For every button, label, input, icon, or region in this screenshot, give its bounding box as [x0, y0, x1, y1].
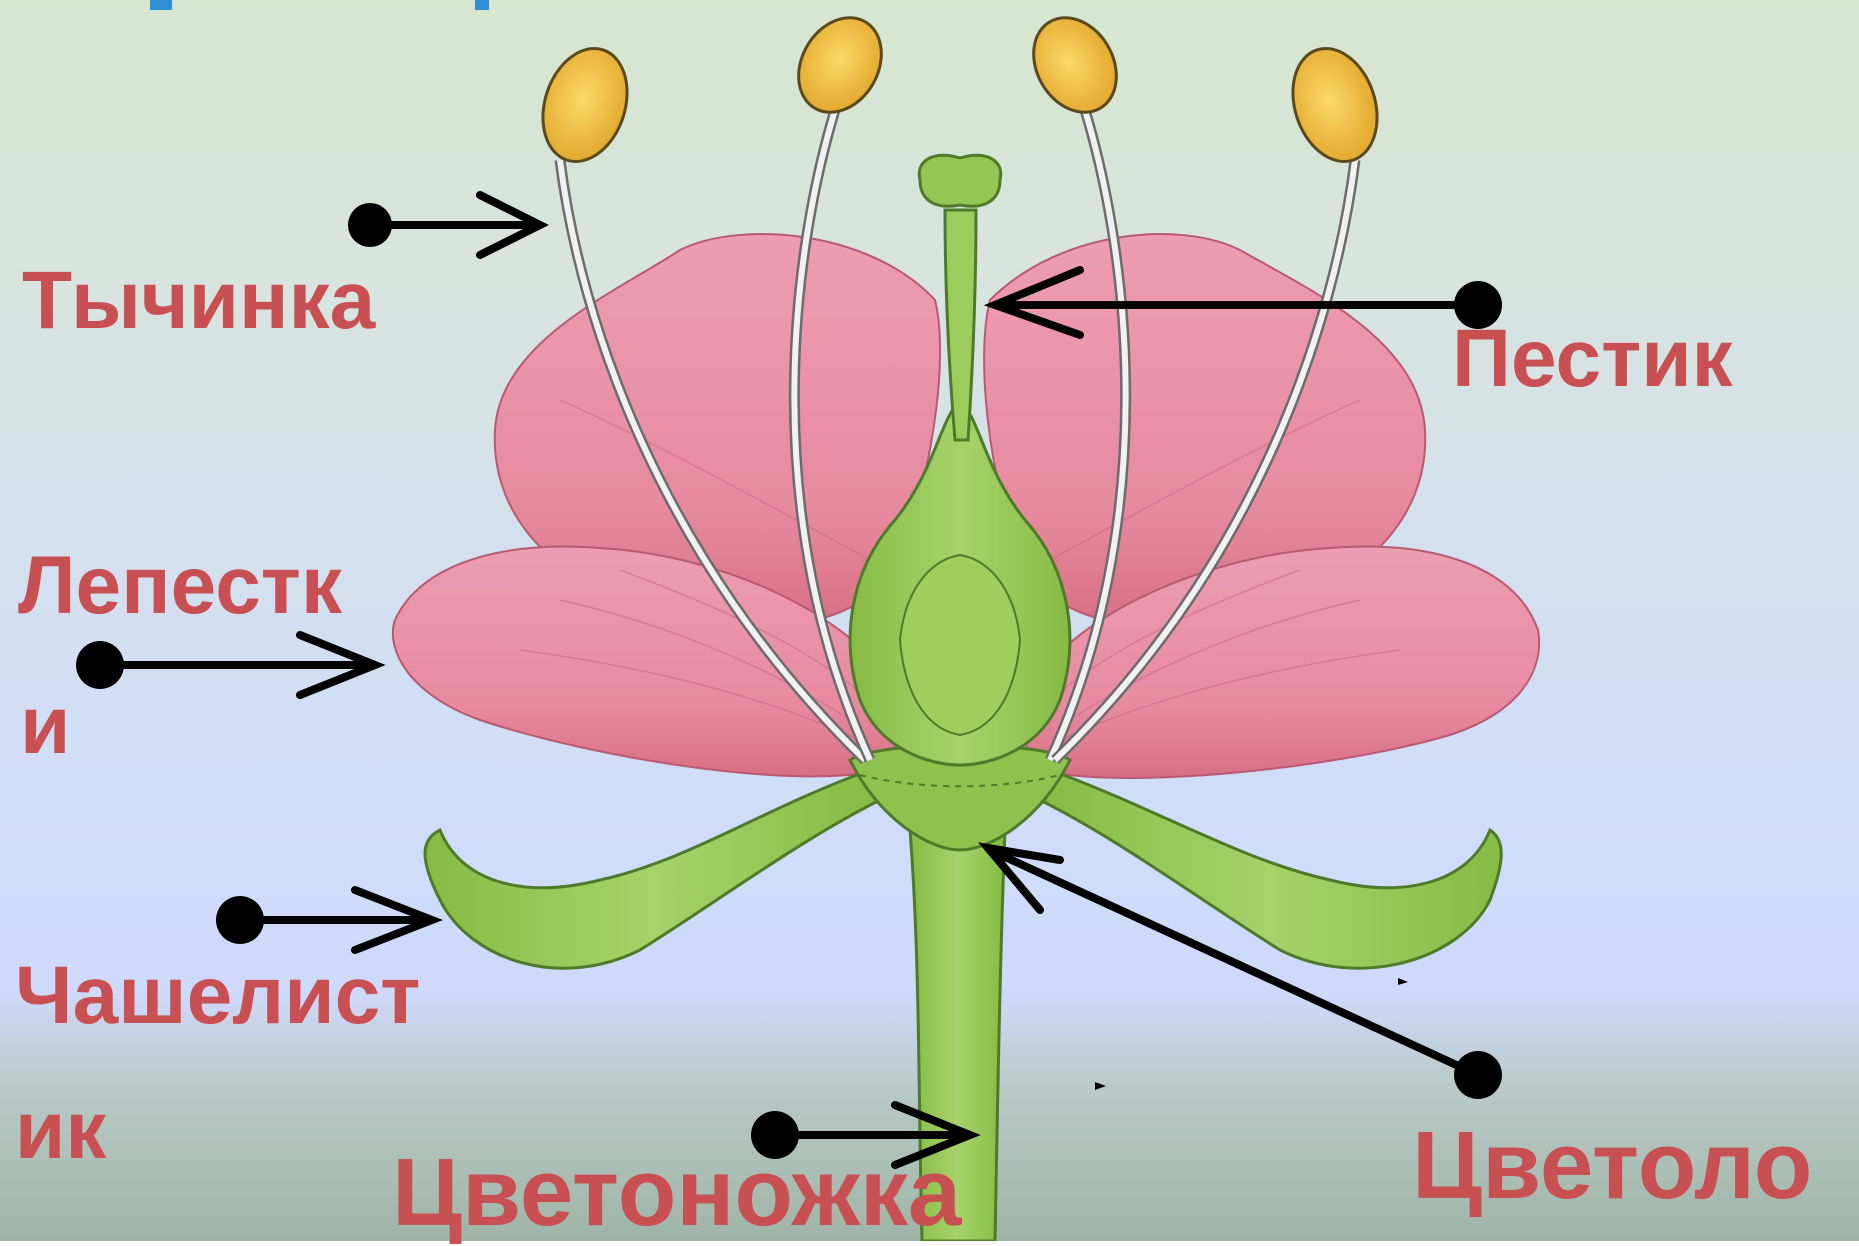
label-pedicel: Цветоножка [392, 1145, 961, 1241]
label-petals-line1: Лепестк [18, 545, 342, 627]
style [945, 210, 976, 440]
sepal-pointer [216, 890, 432, 950]
sepal [1040, 770, 1501, 968]
petals-pointer [76, 635, 375, 695]
sepal [425, 770, 880, 968]
label-pistil: Пестик [1452, 318, 1733, 400]
anther [1017, 3, 1133, 128]
label-sepal-line2: ик [15, 1090, 106, 1172]
label-petals-line2: и [20, 685, 70, 767]
anther [782, 3, 898, 128]
stigma [919, 155, 1001, 206]
anther [1279, 37, 1391, 172]
anther [529, 37, 641, 172]
label-receptacle: Цветоло [1412, 1118, 1812, 1214]
label-stamen: Тычинка [22, 260, 375, 342]
label-sepal-line1: Чашелист [15, 955, 420, 1037]
stamen-pointer [348, 195, 540, 255]
